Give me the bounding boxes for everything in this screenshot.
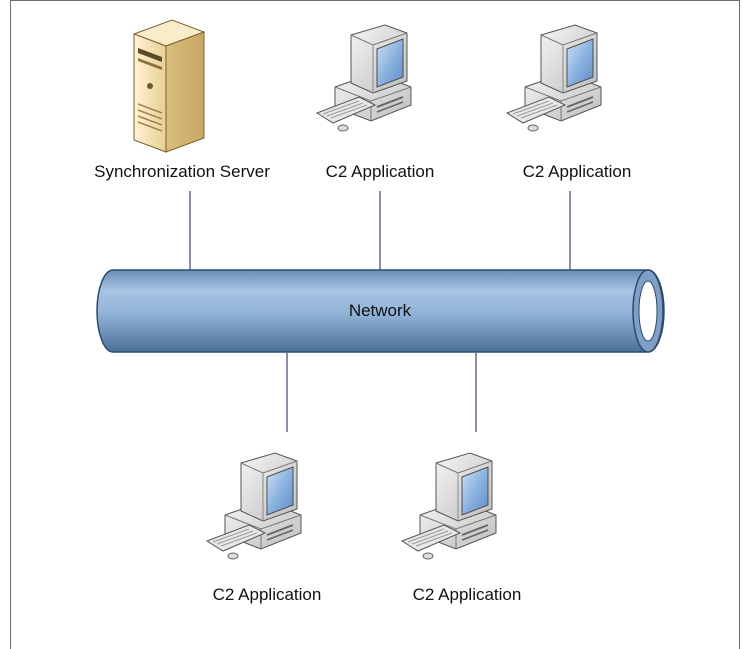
bottom-left-app-label: C2 Application	[212, 585, 322, 604]
connection-lines	[189, 191, 571, 432]
top-right-app-label: C2 Application	[522, 162, 632, 181]
workstation-icon-top-center	[316, 24, 412, 132]
diagram-frame	[10, 0, 740, 649]
network-pipe	[96, 269, 665, 353]
server-icon	[132, 19, 206, 153]
server-label: Synchronization Server	[94, 162, 270, 181]
workstation-icon-bottom-left	[206, 452, 302, 560]
workstation-icon-top-right	[506, 24, 602, 132]
workstation-icon-bottom-right	[401, 452, 497, 560]
network-label: Network	[348, 301, 412, 320]
top-center-app-label: C2 Application	[325, 162, 435, 181]
bottom-right-app-label: C2 Application	[412, 585, 522, 604]
